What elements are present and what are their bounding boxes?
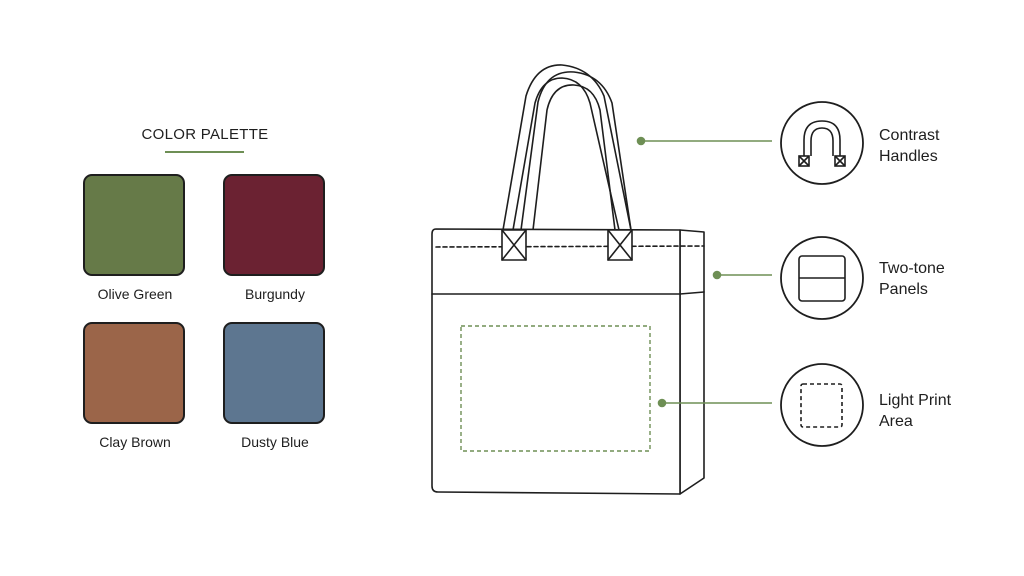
leader-dot-handles <box>636 136 646 146</box>
callout-label-panels: Two-tone Panels <box>879 258 945 300</box>
bag-handles <box>502 64 632 231</box>
callout-label-handles-line2: Handles <box>879 148 938 165</box>
swatch-olive-green <box>83 174 185 276</box>
print-area-icon <box>800 383 843 428</box>
swatch-label-dusty-blue: Dusty Blue <box>241 434 309 450</box>
callout-label-print-area-line1: Light Print <box>879 392 952 409</box>
callout-label-print-area: Light Print Area <box>879 390 951 432</box>
callout-circle-handles <box>780 101 864 185</box>
handle-attachment-right <box>607 229 633 261</box>
bag-top-stitching <box>435 245 705 248</box>
tote-bag-illustration <box>431 64 705 495</box>
swatch-burgundy <box>223 174 325 276</box>
swatch-dusty-blue <box>223 322 325 424</box>
swatch-label-clay-brown: Clay Brown <box>99 434 171 450</box>
callout-label-handles-line1: Contrast <box>879 127 940 144</box>
palette-title: COLOR PALETTE <box>141 126 269 143</box>
callout-label-handles: Contrast Handles <box>879 125 939 167</box>
swatch-label-burgundy: Burgundy <box>245 286 305 302</box>
callout-circle-print-area <box>780 363 864 447</box>
callout-label-panels-line2: Panels <box>879 281 928 298</box>
bag-body <box>431 228 681 495</box>
swatch-clay-brown <box>83 322 185 424</box>
leader-dot-panels <box>712 270 722 280</box>
callout-label-print-area-line2: Area <box>879 413 913 430</box>
title-underline <box>165 151 244 153</box>
bag-side-panel <box>679 229 705 495</box>
swatch-label-olive-green: Olive Green <box>97 286 173 302</box>
handle-attachment-left <box>501 229 527 261</box>
bag-print-area <box>460 325 651 452</box>
handle-icon <box>798 120 846 167</box>
callout-label-panels-line1: Two-tone <box>879 260 945 277</box>
panels-icon <box>798 255 846 302</box>
leader-dot-print-area <box>657 398 667 408</box>
